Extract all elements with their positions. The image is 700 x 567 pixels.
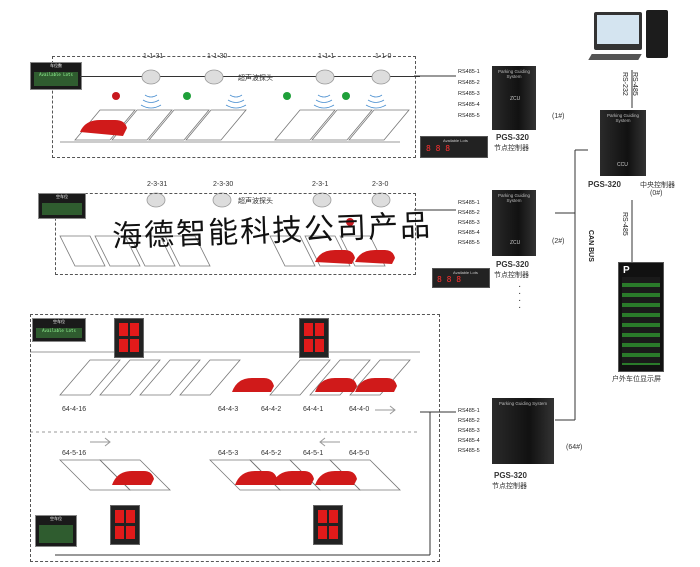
level-3-lot-sign-bottom: 空车位 (35, 515, 77, 547)
rs485-port: RS485-2 (458, 210, 480, 216)
row1-label: 64-4-1 (303, 406, 324, 413)
level-1-lot-sign: 车位数 Available Lots (30, 62, 82, 90)
row1-label: 64-4-16 (62, 406, 87, 413)
central-controller: Parking Guiding System CCU (600, 110, 646, 176)
rs485-port: RS485-4 (458, 438, 480, 444)
controller-badge: ZCU (510, 240, 521, 246)
level-1-lot-sign-screen: Available Lots (34, 72, 78, 86)
rs485-port: RS485-3 (458, 220, 480, 226)
controller-badge: ZCU (510, 96, 521, 102)
level-2-lot-sign: 空车位 (38, 193, 86, 219)
level-3-lot-sign-screen: Available Lots (36, 328, 82, 338)
level-1-probe-label: 1-1-31 (143, 53, 164, 60)
level-3-lot-sign-bottom-label: 空车位 (50, 516, 62, 521)
outdoor-rows (622, 277, 660, 365)
controller-64-id: (64#) (566, 444, 583, 451)
rs485-port: RS485-1 (458, 408, 480, 414)
level-1-probe-label: 1-1-30 (207, 53, 228, 60)
controller-64-name: 节点控制器 (492, 482, 527, 490)
computer-monitor (594, 12, 642, 50)
level-2-probe-title: 超声波探头 (238, 197, 273, 205)
controller-1-id: (1#) (552, 113, 565, 120)
level-1-lot-sign-label: 车位数 (50, 63, 62, 68)
row2-label: 64-5-1 (303, 450, 324, 457)
outdoor-display: P (618, 262, 664, 372)
level-3-lot-sign-bottom-screen (39, 525, 73, 543)
node-controller-1: Parking Guiding System ZCU (492, 66, 536, 130)
row2-label: 64-5-0 (349, 450, 370, 457)
controller-header: Parking Guiding System (498, 401, 548, 406)
computer-keyboard (588, 54, 642, 60)
rs485-label-bottom: RS-485 (621, 212, 628, 236)
rs485-port: RS485-4 (458, 230, 480, 236)
level-1-probe-label: 1-1-0 (375, 53, 392, 60)
rs232-label: RS-232 (621, 72, 628, 96)
row1-label: 64-4-3 (218, 406, 239, 413)
controller-2-name: 节点控制器 (494, 271, 529, 279)
controller-64-model: PGS-320 (494, 471, 527, 480)
level-1-probe-line (80, 76, 420, 77)
rs485-port: RS485-3 (458, 428, 480, 434)
level-2-lot-sign-label: 空车位 (56, 194, 68, 199)
display-value: 8 8 8 (437, 275, 462, 284)
guidance-sign (299, 318, 329, 358)
level-2-probe-label: 2-3-31 (147, 181, 168, 188)
level-2-probe-label: 2-3-0 (372, 181, 389, 188)
level-3-zone (30, 314, 440, 562)
controller-2-model: PGS-320 (496, 260, 529, 269)
monitor-screen (597, 15, 639, 44)
controller-header: Parking Guiding System (497, 193, 531, 203)
central-id: (0#) (650, 190, 663, 197)
guidance-sign (313, 505, 343, 545)
guidance-sign (114, 318, 144, 358)
node-controller-2: Parking Guiding System ZCU (492, 190, 536, 256)
row2-label: 64-5-16 (62, 450, 87, 457)
rs485-label-top: RS-485 (631, 72, 638, 96)
level-2-zone (55, 193, 416, 275)
parking-p-icon: P (623, 265, 630, 276)
level-3-lot-sign-label: 空车位 (53, 319, 65, 324)
controller-1-name: 节点控制器 (494, 144, 529, 152)
central-name: 中央控制器 (640, 181, 675, 189)
rs485-port: RS485-2 (458, 80, 480, 86)
can-bus-label: CAN BUS (587, 230, 594, 262)
rs485-port: RS485-1 (458, 69, 480, 75)
display-label: Available Lots (443, 138, 468, 143)
central-model: PGS-320 (588, 180, 621, 189)
rs485-port: RS485-5 (458, 448, 480, 454)
controller-header: Parking Guiding System (497, 69, 531, 79)
level-1-zone (52, 56, 416, 158)
level-1-probe-label: 1-1-1 (318, 53, 335, 60)
rs485-port: RS485-5 (458, 240, 480, 246)
display-label: Available Lots (453, 270, 478, 275)
display-value: 8 8 8 (426, 144, 451, 153)
controller-header: Parking Guiding System (606, 113, 640, 123)
rs485-port: RS485-5 (458, 113, 480, 119)
controller-dots: ···· (518, 281, 522, 313)
outdoor-display-name: 户外车位显示屏 (612, 375, 661, 383)
controller-2-id: (2#) (552, 238, 565, 245)
level-2-probe-label: 2-3-1 (312, 181, 329, 188)
rs485-port: RS485-4 (458, 102, 480, 108)
rs485-port: RS485-1 (458, 200, 480, 206)
row1-label: 64-4-2 (261, 406, 282, 413)
car-icon (80, 120, 127, 136)
level-2-lot-display: Available Lots 8 8 8 (432, 268, 490, 288)
level-2-probe-label: 2-3-30 (213, 181, 234, 188)
row2-label: 64-5-2 (261, 450, 282, 457)
row2-label: 64-5-3 (218, 450, 239, 457)
guidance-sign (110, 505, 140, 545)
level-1-lot-display: Available Lots 8 8 8 (420, 136, 488, 158)
rs485-port: RS485-2 (458, 418, 480, 424)
rs485-port: RS485-3 (458, 91, 480, 97)
computer-tower (646, 10, 668, 58)
row1-label: 64-4-0 (349, 406, 370, 413)
level-1-probe-title: 超声波探头 (238, 74, 273, 82)
level-2-lot-sign-screen (42, 203, 82, 215)
level-3-lot-sign-top: 空车位 Available Lots (32, 318, 86, 342)
controller-1-model: PGS-320 (496, 133, 529, 142)
node-controller-64: Parking Guiding System (492, 398, 554, 464)
central-badge: CCU (617, 162, 628, 168)
